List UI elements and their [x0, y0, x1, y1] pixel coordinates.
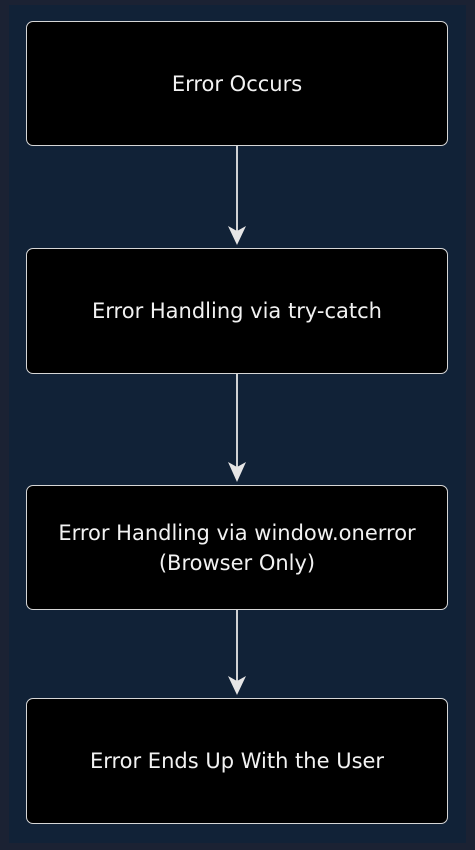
node-error-occurs: Error Occurs — [26, 21, 448, 146]
node-user: Error Ends Up With the User — [26, 698, 448, 824]
node-try-catch: Error Handling via try-catch — [26, 248, 448, 374]
node-window-onerror: Error Handling via window.onerror (Brows… — [26, 485, 448, 610]
